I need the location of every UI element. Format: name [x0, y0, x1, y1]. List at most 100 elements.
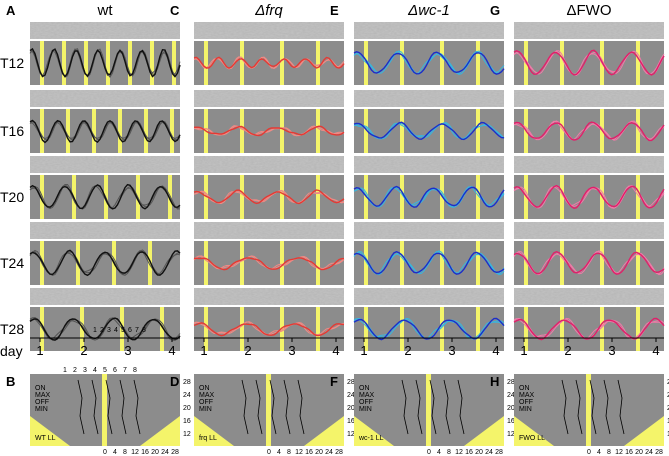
- light-wedge: [464, 416, 504, 446]
- light-band: [40, 307, 44, 351]
- light-band: [524, 307, 528, 351]
- light-band: [440, 307, 444, 351]
- annotation-number: 1: [93, 327, 97, 334]
- x-tick-label: 24: [485, 449, 493, 456]
- light-band: [62, 41, 66, 85]
- trace-group: [513, 184, 665, 209]
- y-tick-label: 16: [507, 418, 515, 425]
- plot-area: [354, 41, 504, 85]
- x-tick-label: 8: [123, 449, 127, 456]
- trace-group: [29, 249, 181, 277]
- top-number: 5: [103, 367, 107, 374]
- x-tick-label: 28: [495, 449, 503, 456]
- light-band: [560, 175, 564, 219]
- y-tick-label: 24: [507, 392, 515, 399]
- legend-entry: MAX: [519, 392, 535, 399]
- trace-mean: [353, 51, 505, 75]
- legend-entry: ON: [359, 385, 370, 392]
- light-band: [636, 41, 640, 85]
- x-tick-label: 4: [597, 449, 601, 456]
- annotation-number: 8: [142, 327, 146, 334]
- trace-error: [29, 316, 181, 341]
- corner-label: frq LL: [199, 435, 217, 442]
- panel-title-G: ΔFWO: [566, 2, 611, 19]
- x-tick-label: 28: [655, 449, 663, 456]
- light-band: [84, 41, 88, 85]
- light-band: [636, 241, 640, 285]
- trace-mean: [29, 119, 181, 144]
- light-band: [364, 241, 368, 285]
- x-tick-label: 28: [171, 449, 179, 456]
- day-number: 2: [244, 343, 251, 358]
- corner-label: FWO LL: [519, 435, 545, 442]
- light-band: [636, 175, 640, 219]
- annotation-number: 6: [128, 327, 132, 334]
- x-tick-label: 4: [113, 449, 117, 456]
- light-band: [400, 109, 404, 153]
- race-tube-texture: [354, 90, 504, 107]
- plot-area: [194, 307, 344, 351]
- day-number: 4: [168, 343, 175, 358]
- day-number: 3: [124, 343, 131, 358]
- panel-title-E: Δwc-1: [407, 2, 450, 19]
- trace-mean: [353, 250, 505, 275]
- trace-group: [513, 317, 665, 341]
- light-band: [636, 307, 640, 351]
- trace-mean: [193, 322, 345, 337]
- race-tube-texture: [514, 222, 664, 239]
- x-tick-label: 4: [277, 449, 281, 456]
- trace-mean: [513, 121, 665, 142]
- y-tick-label: 24: [667, 392, 669, 399]
- light-band: [80, 307, 84, 351]
- x-tick-label: 12: [455, 449, 463, 456]
- annotation-number: 2: [100, 327, 104, 334]
- row-label-T24: T24: [0, 255, 24, 271]
- panel-title-A: wt: [97, 2, 114, 19]
- trace-group: [353, 250, 505, 276]
- light-band: [316, 307, 320, 351]
- light-wedge: [514, 416, 554, 446]
- x-tick-label: 0: [103, 449, 107, 456]
- light-wedge: [304, 416, 344, 446]
- x-tick-label: 12: [295, 449, 303, 456]
- trace-mean: [513, 49, 665, 76]
- y-tick-label: 24: [183, 392, 191, 399]
- legend-entry: MIN: [199, 406, 212, 413]
- trace-mean: [193, 189, 345, 205]
- light-band: [560, 307, 564, 351]
- day-number: 3: [288, 343, 295, 358]
- light-band: [476, 241, 480, 285]
- y-tick-label: 16: [347, 418, 355, 425]
- panel-letter-B: B: [6, 374, 15, 389]
- row-label-T20: T20: [0, 189, 24, 205]
- annotation-number: 3: [107, 327, 111, 334]
- top-number: 6: [113, 367, 117, 374]
- y-tick-label: 16: [183, 418, 191, 425]
- trace-mean: [29, 249, 181, 277]
- x-tick-label: 24: [645, 449, 653, 456]
- phase-line: [415, 379, 423, 435]
- light-band: [600, 307, 604, 351]
- phase-line: [401, 379, 409, 435]
- race-tube-texture: [514, 22, 664, 39]
- light-band: [240, 307, 244, 351]
- x-tick-label: 8: [287, 449, 291, 456]
- y-tick-label: 28: [183, 379, 191, 386]
- y-tick-label: 28: [507, 379, 515, 386]
- light-band: [316, 175, 320, 219]
- race-tube-texture: [194, 156, 344, 173]
- x-tick-label: 8: [447, 449, 451, 456]
- top-number: 2: [73, 367, 77, 374]
- day-number: 2: [404, 343, 411, 358]
- x-tick-label: 0: [427, 449, 431, 456]
- light-band: [240, 175, 244, 219]
- panel-letter-G: G: [490, 3, 500, 18]
- x-tick-label: 12: [131, 449, 139, 456]
- trace-error: [513, 318, 665, 340]
- race-tube-texture: [354, 222, 504, 239]
- race-tube-texture: [194, 22, 344, 39]
- plot-area: [30, 241, 180, 285]
- x-tick-label: 28: [335, 449, 343, 456]
- legend-entry: MAX: [359, 392, 375, 399]
